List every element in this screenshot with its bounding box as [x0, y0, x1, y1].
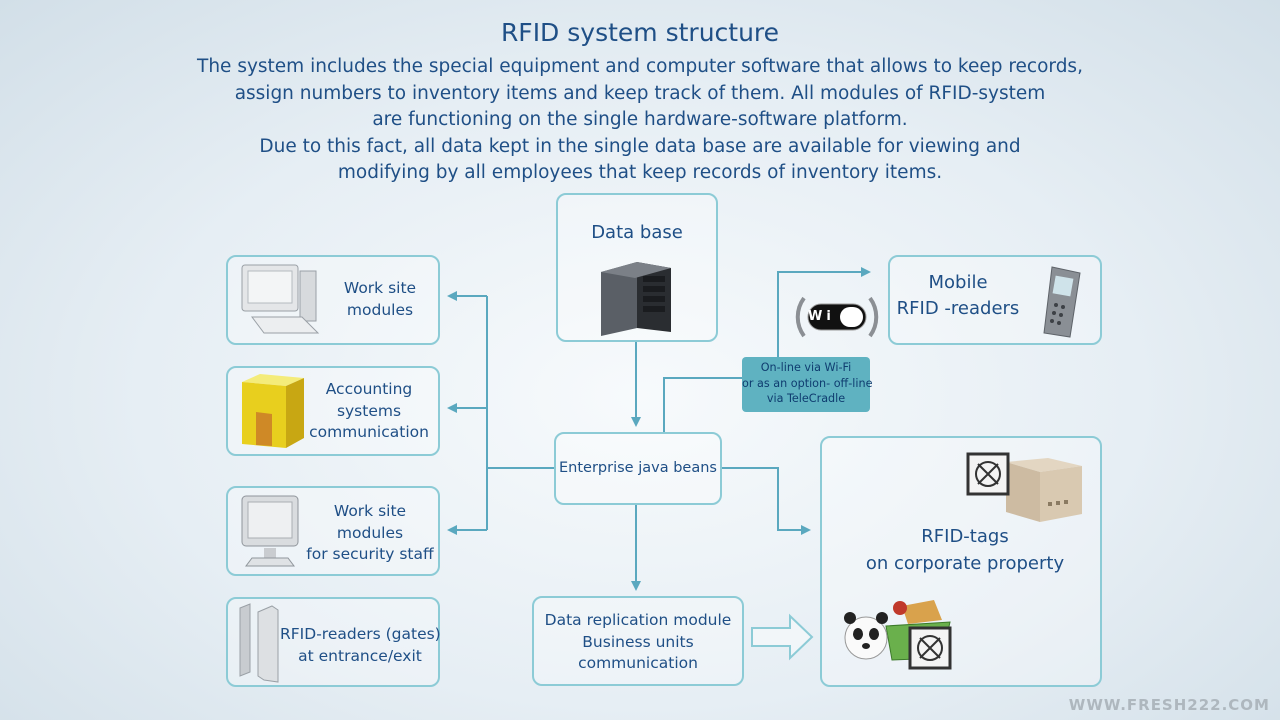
panda-basket-icon — [844, 600, 952, 670]
intro-line: The system includes the special equipmen… — [197, 56, 1083, 77]
label-line: modules — [346, 300, 414, 319]
label-line: systems — [336, 401, 402, 420]
label-line: RFID-readers (gates) — [280, 625, 441, 643]
label-line: Data replication module — [544, 611, 732, 629]
handheld-reader-icon — [1043, 266, 1081, 338]
label-line: Data base — [591, 222, 683, 243]
replication-label: Data replication module Business units c… — [532, 610, 744, 675]
label-line: RFID -readers — [896, 298, 1020, 319]
intro-line: are functioning on the single hardware-s… — [372, 109, 908, 130]
intro-line: assign numbers to inventory items and ke… — [234, 82, 1046, 104]
replication-node — [532, 596, 744, 686]
wifi-note: On-line via Wi-Fi or as an option- off-l… — [742, 357, 873, 412]
diagram-title: RFID system structure — [500, 18, 780, 47]
label-line: Work site — [343, 279, 417, 297]
label-line: Accounting — [325, 380, 413, 398]
note-line: via TeleCradle — [766, 392, 846, 405]
watermark: WWW.FRESH222.COM — [1068, 696, 1270, 714]
cardboard-box-icon — [966, 452, 1082, 522]
gates-label: RFID-readers (gates) at entrance/exit — [280, 624, 441, 667]
arrow-ejb-to-tags — [722, 467, 811, 535]
server-icon — [601, 262, 671, 336]
label-line: Mobile — [928, 272, 988, 293]
label-line: for security staff — [306, 545, 434, 563]
intro-line: modifying by all employees that keep rec… — [337, 162, 943, 183]
trunk-left — [486, 296, 554, 469]
label-line: RFID-tags — [921, 526, 1009, 547]
security-label: Work site modules for security staff — [302, 501, 438, 566]
intro-text: The system includes the special equipmen… — [140, 54, 1140, 187]
label-line: at entrance/exit — [298, 646, 422, 665]
accounting-label: Accounting systems communication — [300, 379, 438, 444]
label-line: communication — [578, 654, 698, 672]
computer-icon — [241, 264, 320, 334]
label-line: Enterprise java beans — [559, 460, 717, 476]
note-line: or as an option- off-line — [742, 376, 873, 390]
label-line: Business units — [582, 632, 694, 651]
ejb-node — [554, 432, 722, 505]
mobile-label: Mobile RFID -readers — [890, 270, 1026, 322]
wifi-logo-text: Wi Fi — [808, 309, 865, 324]
security-computer-icon — [241, 495, 299, 567]
database-label: Data base — [556, 222, 718, 244]
intro-line: Due to this fact, all data kept in the s… — [259, 135, 1021, 157]
gate-reader-icon — [239, 603, 279, 683]
note-line: On-line via Wi-Fi — [760, 361, 852, 374]
accounting-box-icon — [242, 374, 304, 448]
wifi-logo-icon — [795, 296, 879, 338]
tags-label: RFID-tags on corporate property — [840, 523, 1090, 577]
label-line: on corporate property — [865, 553, 1065, 574]
work-site-label: Work site modules — [326, 278, 434, 321]
label-line: Work site — [333, 502, 407, 520]
label-line: communication — [309, 423, 429, 441]
label-line: modules — [336, 523, 404, 542]
arrow-replication-to-tags — [751, 613, 814, 661]
ejb-label: Enterprise java beans — [554, 458, 722, 480]
